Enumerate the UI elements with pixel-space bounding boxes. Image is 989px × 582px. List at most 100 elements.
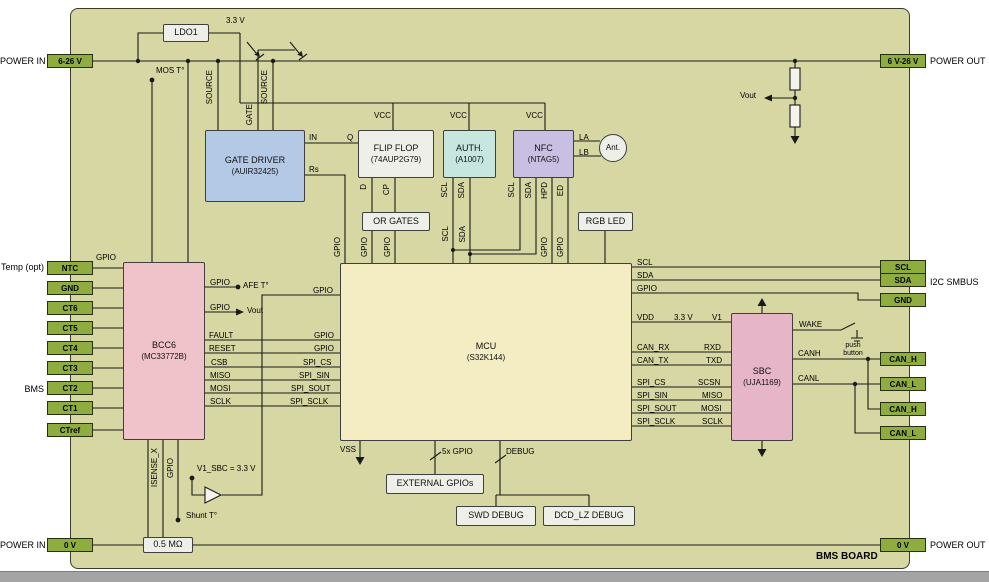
pin-label-lb: LB xyxy=(579,148,589,157)
block-nfc: NFC (NTAG5) xyxy=(513,130,574,178)
pin-label-gpio-reset: GPIO xyxy=(314,344,335,353)
pin-label-vcc-auth: VCC xyxy=(450,111,467,120)
net-label-mos-temp: MOS T° xyxy=(156,66,185,75)
pin-label-gate: GATE xyxy=(245,104,254,126)
pin-label-q: Q xyxy=(347,133,354,142)
cell-tap-wires xyxy=(92,267,123,431)
block-sbc: SBC (UJA1169) xyxy=(731,313,793,441)
antenna-label: Ant. xyxy=(605,142,621,152)
pin-label-mosi: MOSI xyxy=(210,384,231,393)
fet-gate-source-wires xyxy=(217,49,295,130)
pin-label-csb: CSB xyxy=(211,358,228,367)
pin-label-txd: TXD xyxy=(706,356,722,365)
block-ldo: LDO1 xyxy=(163,24,209,42)
ldo-and-vcc-bus xyxy=(137,32,546,130)
flip-flop-part: (74AUP2G79) xyxy=(370,154,422,164)
block-external-gpios: EXTERNAL GPIOs xyxy=(386,474,484,494)
pin-label-sda-mcu: SDA xyxy=(458,226,467,243)
pin-label-hpd: HPD xyxy=(540,182,549,199)
connector-0v-left: 0 V xyxy=(47,538,93,552)
temp-opt-label: Temp (opt) xyxy=(0,262,44,272)
pin-label-mcu-scl: SCL xyxy=(637,258,653,267)
block-auth: AUTH. (A1007) xyxy=(443,130,496,178)
vout-divider-arrow xyxy=(764,94,772,102)
pin-label-vcc-nfc: VCC xyxy=(526,111,543,120)
net-label-3v3-ldo: 3.3 V xyxy=(226,16,245,25)
can-wires xyxy=(793,358,881,434)
pin-label-source-2: SOURCE xyxy=(260,70,269,105)
pin-label-sclk: SCLK xyxy=(210,397,231,406)
junction-dots xyxy=(135,58,871,523)
block-or-gates: OR GATES xyxy=(362,212,430,231)
mcu-part: (S32K144) xyxy=(466,352,506,362)
connector-can-l-2: CAN_L xyxy=(880,426,926,440)
connector-power-out-top: 6 V-26 V xyxy=(880,54,926,68)
pin-label-spi-sclk: SPI_SCLK xyxy=(290,397,329,406)
pin-label-can-tx: CAN_TX xyxy=(637,356,669,365)
pin-label-gpio-fault: GPIO xyxy=(314,331,335,340)
pin-label-scl-auth: SCL xyxy=(440,182,449,198)
pin-label-d: D xyxy=(359,184,368,190)
swd-debug-label: SWD DEBUG xyxy=(468,510,524,521)
connector-scl: SCL xyxy=(880,260,926,274)
connector-ct6: CT6 xyxy=(47,301,93,315)
pin-label-rxd: RXD xyxy=(704,343,721,352)
net-label-shunt-temp: Shunt T° xyxy=(186,511,218,520)
bcc-mcu-wires xyxy=(205,286,340,407)
connector-0v-right: 0 V xyxy=(880,538,926,552)
v1sbc-buffer-wires xyxy=(191,294,340,496)
pin-label-canh: CANH xyxy=(798,349,821,358)
block-swd-debug: SWD DEBUG xyxy=(456,506,536,526)
ldo-label: LDO1 xyxy=(174,27,198,38)
flip-flop-name: FLIP FLOP xyxy=(373,142,419,153)
mosfet-symbol-1 xyxy=(246,41,265,61)
power-out-bottom-label: POWER OUT xyxy=(930,540,986,550)
pin-label-isense: ISENSE_X xyxy=(150,448,159,488)
net-label-debug: DEBUG xyxy=(506,447,535,456)
power-out-top-label: POWER OUT xyxy=(930,56,986,66)
connector-ct3: CT3 xyxy=(47,361,93,375)
divider-resistors xyxy=(789,67,801,128)
sbc-vbat-arrow xyxy=(757,298,767,306)
pin-label-spi-cs: SPI_CS xyxy=(303,358,332,367)
block-mcu: MCU (S32K144) xyxy=(340,263,632,441)
net-label-3v3-vdd: 3.3 V xyxy=(674,313,693,322)
pin-label-vss: VSS xyxy=(339,445,356,454)
pin-label-sclk-sbc: SCLK xyxy=(702,417,723,426)
pin-label-scl-mcu: SCL xyxy=(441,226,450,242)
bcc-name: BCC6 xyxy=(151,339,176,350)
antenna-symbol: Ant. xyxy=(599,134,627,162)
pin-label-gpio-mcu-5: GPIO xyxy=(556,237,565,258)
pin-label-in: IN xyxy=(309,133,317,142)
connector-ct1: CT1 xyxy=(47,401,93,415)
mcu-name: MCU xyxy=(475,340,497,351)
connector-ct2: CT2 xyxy=(47,381,93,395)
pin-label-mosi-sbc: MOSI xyxy=(701,404,722,413)
gate-driver-part: (AUIR32425) xyxy=(231,166,279,176)
external-gpios-label: EXTERNAL GPIOs xyxy=(396,478,474,489)
buffer-triangle xyxy=(204,486,223,504)
pin-label-gpio-mcu-1: GPIO xyxy=(333,237,342,258)
net-label-5x-gpio: 5x GPIO xyxy=(442,447,473,456)
pin-label-reset: RESET xyxy=(209,344,236,353)
pin-label-ed: ED xyxy=(556,185,565,197)
gate-driver-name: GATE DRIVER xyxy=(224,154,286,165)
pin-label-bcc-gpio-top: GPIO xyxy=(96,253,117,262)
pin-label-la: LA xyxy=(579,133,589,142)
block-shunt-resistor: 0.5 MΩ xyxy=(143,537,193,553)
isense-wires xyxy=(147,440,179,537)
divider-gnd-arrow xyxy=(790,136,800,144)
pin-label-gpio-shunt: GPIO xyxy=(166,458,175,479)
sbc-wires xyxy=(761,301,863,454)
nfc-part: (NTAG5) xyxy=(527,154,560,164)
bcc-part: (MC33772B) xyxy=(141,351,187,361)
pin-label-canl: CANL xyxy=(798,374,820,383)
antenna-wires xyxy=(574,140,601,157)
connector-can-l-1: CAN_L xyxy=(880,377,926,391)
net-label-afe-temp: AFE T° xyxy=(243,281,269,290)
bottom-border-strip xyxy=(0,571,989,582)
block-gate-driver: GATE DRIVER (AUIR32425) xyxy=(205,130,305,202)
net-label-v1-sbc: V1_SBC = 3.3 V xyxy=(197,464,256,473)
pin-label-spi-sin: SPI_SIN xyxy=(299,371,330,380)
